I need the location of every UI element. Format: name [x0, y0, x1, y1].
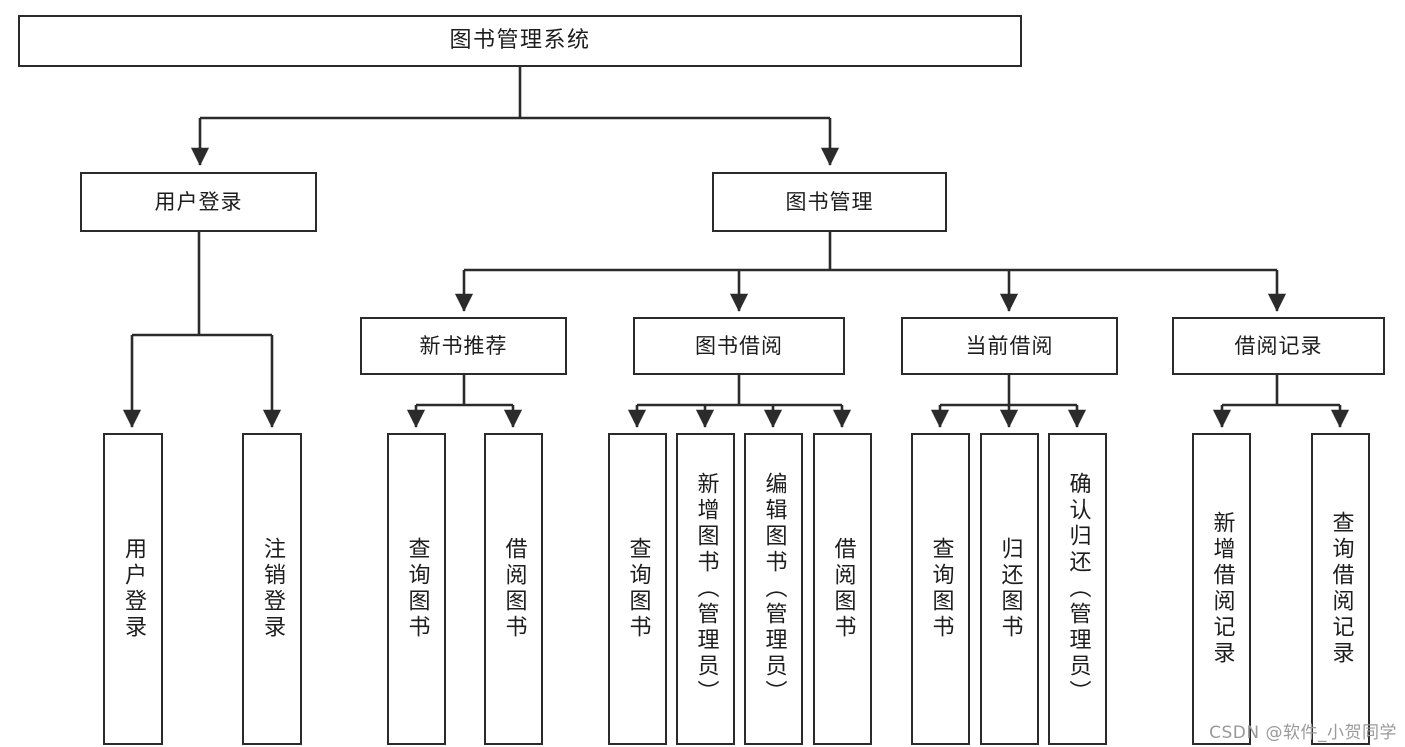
node-label: 确认归还（管理员） [1065, 472, 1091, 706]
node-label: 图书管理系统 [449, 28, 591, 54]
node-label: 新书推荐 [419, 333, 508, 358]
node-label: 编辑图书（管理员） [761, 472, 787, 706]
leaf-confirm-return-admin[interactable]: 确认归还（管理员） [1048, 433, 1107, 745]
leaf-query-book-borrow[interactable]: 查询图书 [608, 433, 667, 745]
leaf-return-book[interactable]: 归还图书 [980, 433, 1039, 745]
node-label: 图书借阅 [695, 333, 783, 358]
node-label: 注销登录 [260, 537, 285, 641]
node-root-book-management-system[interactable]: 图书管理系统 [18, 15, 1022, 67]
node-label: 借阅图书 [830, 537, 856, 641]
node-label: 查询图书 [625, 537, 651, 641]
leaf-query-borrow-record[interactable]: 查询借阅记录 [1311, 433, 1370, 745]
node-label: 查询图书 [928, 537, 954, 641]
leaf-logout[interactable]: 注销登录 [242, 433, 302, 745]
leaf-edit-book-admin[interactable]: 编辑图书（管理员） [744, 433, 803, 745]
node-label: 查询借阅记录 [1328, 511, 1354, 667]
leaf-add-book-admin[interactable]: 新增图书（管理员） [676, 433, 735, 745]
leaf-user-login[interactable]: 用户登录 [103, 433, 163, 745]
node-book-borrowing[interactable]: 图书借阅 [633, 317, 845, 375]
leaf-query-book-current[interactable]: 查询图书 [911, 433, 970, 745]
node-label: 借阅记录 [1234, 333, 1323, 358]
node-user-login[interactable]: 用户登录 [80, 172, 317, 232]
leaf-borrow-book[interactable]: 借阅图书 [813, 433, 872, 745]
node-label: 查询图书 [404, 537, 430, 641]
node-label: 新增图书（管理员） [693, 472, 719, 706]
node-label: 借阅图书 [501, 537, 527, 641]
node-label: 新增借阅记录 [1209, 511, 1235, 667]
node-label: 当前借阅 [965, 333, 1054, 358]
node-label: 用户登录 [154, 189, 243, 214]
node-book-management[interactable]: 图书管理 [712, 172, 947, 232]
leaf-query-book-newbook[interactable]: 查询图书 [387, 433, 446, 745]
node-label: 图书管理 [785, 189, 874, 214]
node-current-borrowing[interactable]: 当前借阅 [901, 317, 1118, 375]
leaf-add-borrow-record[interactable]: 新增借阅记录 [1192, 433, 1251, 745]
node-label: 归还图书 [997, 537, 1023, 641]
node-new-book-recommendation[interactable]: 新书推荐 [360, 317, 567, 375]
node-label: 用户登录 [121, 537, 146, 641]
node-borrowing-record[interactable]: 借阅记录 [1172, 317, 1385, 375]
watermark: CSDN @软件_小贺同学 [1209, 723, 1397, 743]
leaf-borrow-book-newbook[interactable]: 借阅图书 [484, 433, 543, 745]
